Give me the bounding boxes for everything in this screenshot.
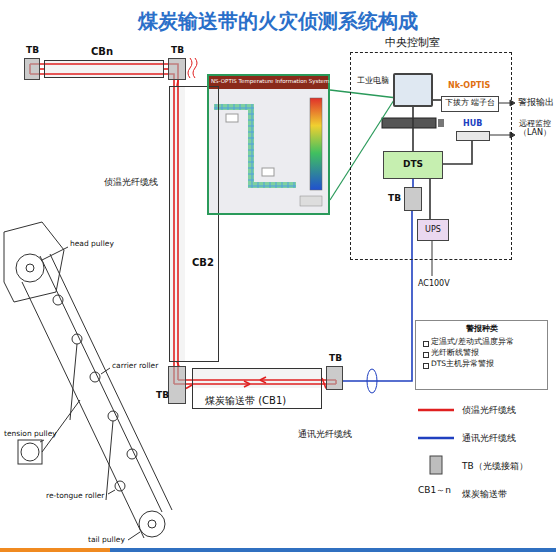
node-text: DTS xyxy=(386,160,440,170)
legend-line-sample xyxy=(418,409,454,412)
connector xyxy=(343,211,412,381)
screen-content xyxy=(209,76,328,213)
diagram-node: NS-OPTIS Temperature Information System xyxy=(207,74,330,215)
diagram-node: CBn xyxy=(44,60,164,78)
connector xyxy=(433,99,441,101)
diagram-title: 煤炭输送带的火灾侦测系统构成 xyxy=(0,8,556,35)
output-arrow xyxy=(432,100,515,276)
part-label: tail pulley xyxy=(88,536,125,544)
node-text: 煤炭输送带 (CB1) xyxy=(205,395,286,406)
node-text: 定温式/差动式温度异常 xyxy=(422,338,541,346)
connector xyxy=(443,141,472,164)
node-text: 下拔方 端子台 xyxy=(444,99,496,107)
part-label: carrier roller xyxy=(112,362,158,370)
node-text: HUB xyxy=(463,120,482,129)
legend-text: 煤炭输送带 xyxy=(462,488,507,501)
conveyor-illustration xyxy=(4,222,172,540)
diagram-node: HUB xyxy=(456,131,490,141)
connector xyxy=(330,90,393,98)
legend-text: TB（光缆接箱） xyxy=(462,460,528,473)
diagram-node: TB xyxy=(168,366,186,404)
node-text: CB2 xyxy=(192,257,214,268)
diagram-node: 警报种类定温式/差动式温度异常光纤断线警报 DTS主机异常警报 xyxy=(415,320,548,390)
connector xyxy=(412,179,414,187)
node-text: UPS xyxy=(419,226,447,235)
diagram-node: TB xyxy=(24,58,40,80)
node-text: TB xyxy=(171,46,184,56)
part-label: 侦温光纤缆线 xyxy=(104,178,158,188)
diagram-node: Nk-OPTIS下拔方 端子台 xyxy=(441,96,499,112)
diagram-node: TB xyxy=(168,58,186,80)
legend-line-sample xyxy=(418,437,454,440)
diagram-node: CB2 xyxy=(169,86,219,362)
node-text: TB xyxy=(388,194,401,204)
footer-bar xyxy=(110,548,556,552)
node-text: 工业电脑 xyxy=(357,77,389,86)
footer-bar xyxy=(0,548,110,552)
part-label: re-tongue roller xyxy=(46,492,104,500)
node-text: 中央控制室 xyxy=(385,37,440,49)
diagram-node: TB xyxy=(404,187,422,211)
diagram-node: DTS xyxy=(383,151,443,179)
diagram-node: UPS xyxy=(417,219,449,241)
node-text: TB xyxy=(329,354,342,364)
diagram-node: 工业电脑 xyxy=(393,73,433,107)
node-text: DTS主机异常警报 xyxy=(422,360,541,368)
part-label: CB1～n xyxy=(418,486,451,496)
sensing-fiber xyxy=(30,64,336,387)
part-label: 远程监控 （LAN） xyxy=(517,120,553,138)
connector xyxy=(412,107,414,151)
legend-text: 侦温光纤缆线 xyxy=(462,404,516,417)
break-mark xyxy=(188,58,197,78)
diagram-node: 中央控制室工业电脑Nk-OPTIS下拔方 端子台HUBDTSTBUPS xyxy=(350,52,512,260)
node-text: NS-OPTIS Temperature Information System xyxy=(211,78,329,84)
node-text: TB xyxy=(156,391,169,401)
view-line xyxy=(330,100,394,200)
node-text: Nk-OPTIS xyxy=(448,82,490,91)
part-label: head pulley xyxy=(70,240,114,248)
node-text: TB xyxy=(26,46,39,56)
node-text: 警报种类 xyxy=(422,325,541,334)
legend-text: 通讯光纤缆线 xyxy=(462,432,516,445)
part-label: 警报输出 xyxy=(518,98,554,107)
part-label: 通讯光纤缆线 xyxy=(298,430,352,440)
part-label: tension pulley xyxy=(4,430,57,438)
node-text: 光纤断线警报 xyxy=(422,349,541,357)
connector xyxy=(429,179,431,219)
node-text: CBn xyxy=(91,46,113,57)
legend-swatch xyxy=(430,456,442,474)
diagram-node: TB xyxy=(326,366,343,390)
diagram-node: 煤炭输送带 (CB1) xyxy=(192,368,322,409)
part-label: AC100V xyxy=(418,280,450,289)
